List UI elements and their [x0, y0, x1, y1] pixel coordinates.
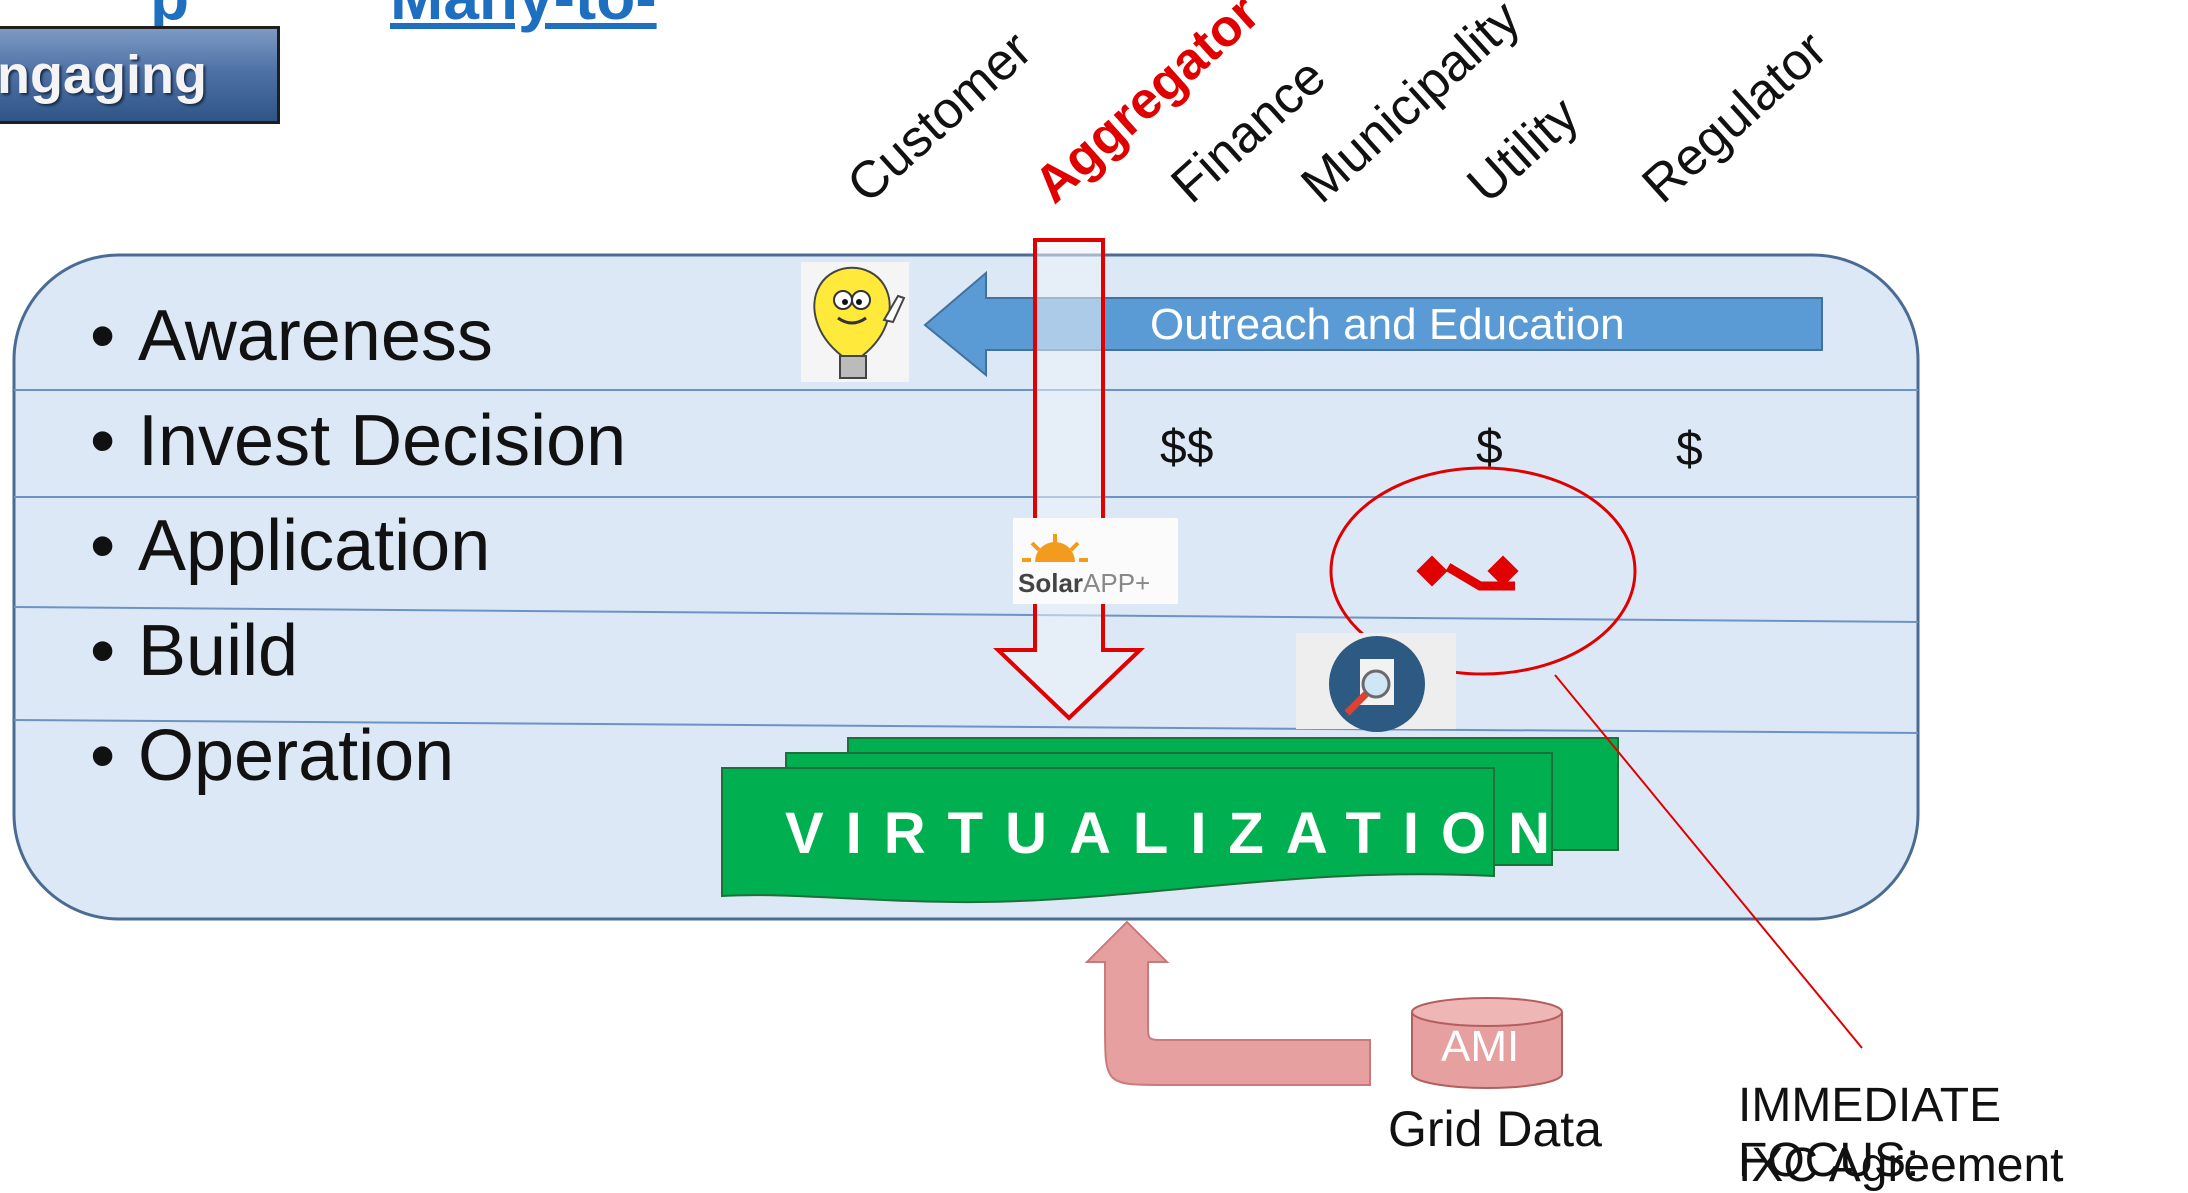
outreach-label: Outreach and Education	[1150, 300, 1625, 349]
stage-build: •Build	[90, 611, 299, 691]
stage-invest-decision: •Invest Decision	[90, 401, 627, 481]
inspection-magnifier-icon	[1296, 633, 1456, 732]
utility-money: $	[1476, 421, 1503, 474]
grid-data-label: Grid Data	[1388, 1101, 1602, 1157]
stage-operation: •Operation	[90, 716, 455, 796]
ami-label: AMI	[1441, 1022, 1520, 1071]
focus-ellipse	[1329, 466, 1637, 676]
focus-pointer-line	[1554, 674, 1863, 1049]
virtualization-banner	[721, 767, 1495, 904]
focus-agreement: IXC Agreement	[1738, 1139, 2064, 1192]
grid-data-arrow	[1084, 920, 1371, 1086]
regulator-money: $	[1676, 423, 1703, 476]
solar-app-logo	[1013, 518, 1178, 604]
virtualization-label: VIRTUALIZATION	[785, 801, 1572, 866]
lightbulb-icon	[801, 262, 909, 382]
finance-money: $$	[1160, 421, 1214, 474]
title-link[interactable]: Many-to-	[390, 0, 657, 34]
aggregator-arrow	[993, 238, 1145, 721]
database-icon	[1411, 997, 1563, 1089]
focus-heading: IMMEDIATE FOCUS:	[1738, 1079, 2002, 1187]
row-divider	[13, 606, 1919, 623]
stage-awareness: •Awareness	[90, 296, 493, 376]
outreach-arrow	[923, 270, 1823, 378]
stage-application: •Application	[90, 506, 491, 586]
engaging-tab: ngaging	[0, 26, 280, 124]
solar-app-label: SolarAPP+	[1018, 568, 1151, 598]
